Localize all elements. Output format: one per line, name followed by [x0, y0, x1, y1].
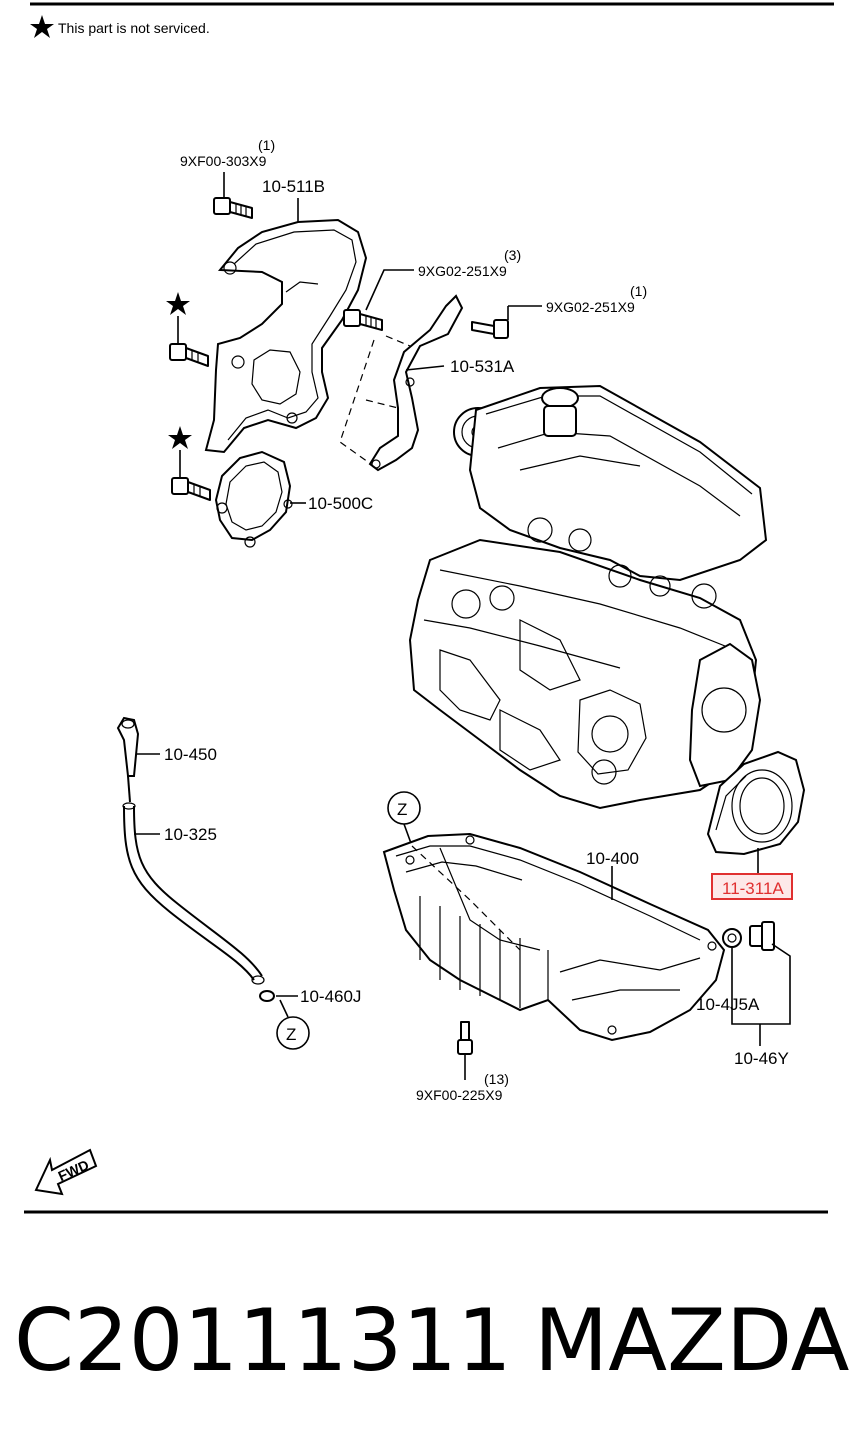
label-washer: 10-4J5A — [696, 995, 760, 1014]
dipstick[interactable] — [116, 716, 140, 803]
star-icon — [30, 15, 54, 38]
bolt-mid[interactable] — [343, 309, 383, 331]
pan-bolt[interactable] — [457, 1021, 473, 1055]
star-icon — [168, 426, 192, 449]
rear-oil-seal[interactable] — [706, 750, 806, 856]
label-drain-plug: 10-46Y — [734, 1049, 789, 1068]
timing-cover-lower[interactable] — [214, 450, 293, 548]
label-cover-upper: 10-511B — [262, 177, 325, 196]
oil-pan[interactable] — [382, 832, 726, 1042]
ref-circle-top: Z — [387, 791, 421, 825]
label-bolt-top: 9XF00-303X9 — [180, 153, 267, 169]
label-oil-pan: 10-400 — [586, 849, 639, 868]
bolt-right[interactable] — [471, 319, 509, 339]
footer-part-number: C20111311 — [14, 1291, 512, 1391]
label-pan-bolt: 9XF00-225X9 — [416, 1087, 503, 1103]
footer-brand: MAZDA — [534, 1291, 850, 1391]
ref-top-text: Z — [397, 800, 407, 819]
fwd-text: FWD — [56, 1157, 92, 1185]
label-dipstick: 10-450 — [164, 745, 217, 764]
star-icon — [166, 292, 190, 315]
bolt-left-upper[interactable] — [169, 343, 209, 367]
label-bracket: 10-531A — [450, 357, 515, 376]
fwd-arrow-icon: FWD — [34, 1148, 98, 1196]
o-ring[interactable] — [259, 990, 275, 1002]
label-dipstick-tube: 10-325 — [164, 825, 217, 844]
label-pan-bolt-qty: (13) — [484, 1071, 509, 1087]
timing-cover-upper[interactable] — [204, 218, 368, 454]
label-rear-seal: 11-311A — [722, 879, 784, 898]
bolt-top[interactable] — [213, 197, 253, 219]
ref-circle-bottom: Z — [276, 1016, 310, 1050]
label-bolt-top-qty: (1) — [258, 137, 275, 153]
highlight-box — [711, 873, 793, 900]
ref-bottom-text: Z — [286, 1025, 296, 1044]
engine-block — [408, 384, 768, 810]
dipstick-tube[interactable] — [122, 802, 265, 985]
timing-bracket[interactable] — [339, 294, 464, 472]
label-oring: 10-460J — [300, 987, 361, 1006]
bolt-left-lower[interactable] — [171, 477, 211, 501]
label-bolt-right: 9XG02-251X9 — [546, 299, 635, 315]
drain-plug[interactable] — [749, 921, 775, 951]
header-note: This part is not serviced. — [30, 15, 210, 38]
washer[interactable] — [722, 928, 742, 948]
label-bolt-right-qty: (1) — [630, 283, 647, 299]
label-bolt-mid: 9XG02-251X9 — [418, 263, 507, 279]
label-bolt-mid-qty: (3) — [504, 247, 521, 263]
label-cover-lower: 10-500C — [308, 494, 373, 513]
note-text: This part is not serviced. — [58, 20, 210, 36]
